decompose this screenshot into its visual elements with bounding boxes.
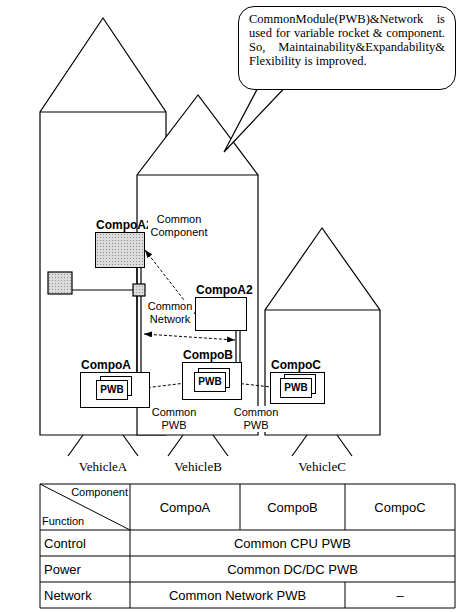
pwb-board: PWB [96, 380, 128, 400]
rocket-c-nozzle [292, 435, 352, 456]
rocket-a-nozzle [68, 435, 138, 456]
component-name: CompoA2 [96, 218, 153, 232]
network-bus [236, 331, 240, 362]
pwb-label: PWB [198, 376, 221, 388]
vehicle-name: VehicleB [158, 458, 238, 474]
rocket-c [265, 228, 380, 435]
component-name: CompoA2 [196, 283, 253, 297]
table-cell: Power [44, 556, 128, 582]
component-box: CompoA2 [195, 297, 247, 331]
table-cell: Control [44, 530, 128, 556]
network-node [133, 284, 145, 296]
network-label: Common Network [146, 300, 194, 326]
component-name: CompoC [271, 358, 321, 372]
table-header: CompoC [345, 484, 455, 530]
link-label: Common Component [148, 213, 210, 239]
rocket-b [137, 95, 258, 435]
callout-bubble: CommonModule(PWB)&Network is used for va… [238, 6, 456, 90]
pwb-board: PWB [280, 378, 312, 398]
pwb-label: PWB [284, 382, 307, 394]
table-cell: – [345, 582, 455, 608]
rocket-b-nozzle [168, 435, 228, 456]
table-header: Component [66, 485, 128, 500]
table-header: Function [42, 514, 98, 529]
pwb-board: PWB [194, 372, 226, 392]
component-box: CompoA2 [95, 232, 145, 268]
vehicle-name: VehicleA [63, 458, 143, 474]
component-box: CompoAPWB [80, 372, 150, 408]
common-network-arrow [144, 334, 235, 340]
sub-unit-box [48, 272, 72, 294]
table-grid [40, 484, 455, 608]
link-label: Common PWB [232, 406, 280, 432]
table-cell: Common CPU PWB [130, 530, 455, 556]
table-header: CompoA [130, 484, 240, 530]
table-header: CompoB [240, 484, 345, 530]
table-cell: Common Network PWB [130, 582, 345, 608]
link-label: Common PWB [150, 406, 198, 432]
component-name: CompoB [183, 348, 233, 362]
pwb-label: PWB [100, 384, 123, 396]
component-box: CompoCPWB [270, 372, 325, 404]
table-cell: Network [44, 582, 128, 608]
network-wire [72, 289, 133, 290]
callout-tail [224, 80, 292, 152]
callout-text: CommonModule(PWB)&Network is used for va… [249, 12, 445, 68]
table-cell: Common DC/DC PWB [130, 556, 455, 582]
component-box: CompoBPWB [182, 362, 242, 400]
vehicle-name: VehicleC [282, 458, 362, 474]
component-name: CompoA [81, 358, 131, 372]
